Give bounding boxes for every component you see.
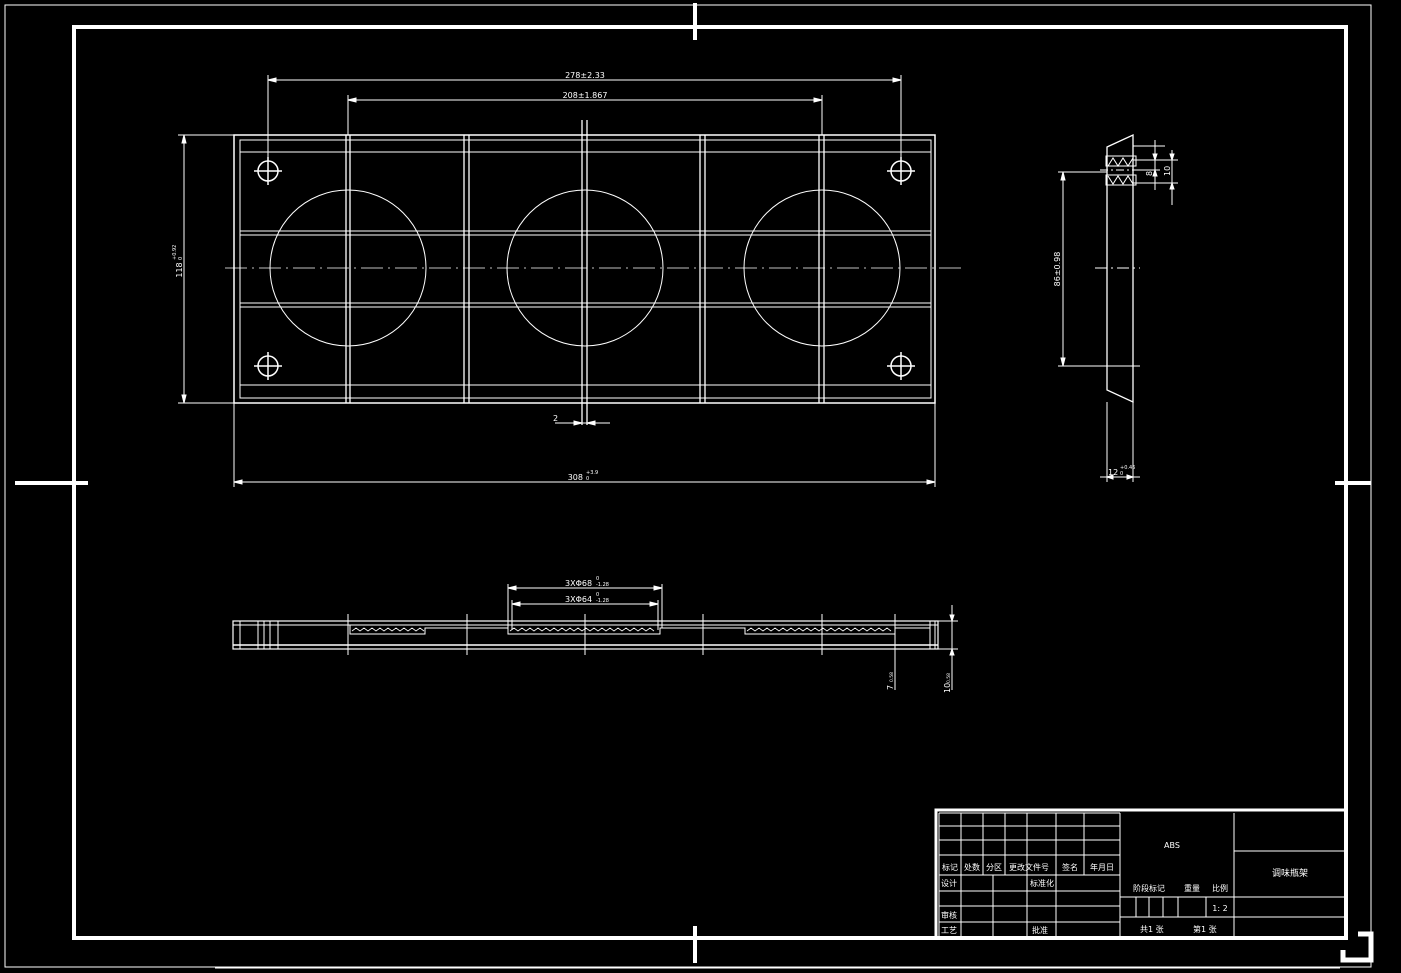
section-view-dim-texts: 3XΦ68 0 -1.28 3XΦ64 0 -1.28 7 0.58 10 0.… [565,576,952,693]
tb-sheet-no: 第1 张 [1193,924,1217,934]
dim-hole-outer: 3XΦ68 [565,579,592,588]
section-view [232,584,958,690]
tb-header-change-doc: 更改文件号 [1009,862,1049,872]
top-view [178,75,965,487]
dim-height-main: 118 [175,262,184,277]
sheet-frame [4,3,1374,969]
title-block [934,808,1348,940]
tb-approve: 批准 [1032,925,1048,935]
dim-height-main-tol-upper: +0.92 [172,245,178,260]
dim-hole-outer-tol-upper: 0 [596,576,599,582]
dim-hole-inner: 3XΦ64 [565,595,592,604]
title-block-texts: 标记 处数 分区 更改文件号 签名 年月日 设计 标准化 审核 工艺 批准 AB… [941,841,1308,935]
dim-section-h1-tol: 0.58 [889,672,895,682]
tb-header-count: 处数 [964,862,980,872]
dim-section-h1: 7 [886,685,895,690]
dim-overall-width: 308 [568,473,583,482]
dim-height-main-tol-lower: 0 [178,257,184,260]
dim-overall-width-tol-upper: +3.9 [586,470,598,476]
dim-side-top-small: 8 [1145,171,1154,176]
tb-scale-label: 比例 [1212,883,1228,893]
dim-section-h2-tol: 0.58 [946,673,952,683]
tb-header-mark: 标记 [942,862,958,872]
tb-process: 工艺 [941,926,957,935]
dim-side-thickness-tol-upper: +0.46 [1120,465,1135,471]
tb-header-date: 年月日 [1090,862,1114,872]
tb-review: 审核 [941,910,957,920]
side-view-dim-texts: 8 10 86±0.98 12 +0.46 0 [1053,166,1172,477]
tb-stage-mark: 阶段标记 [1133,883,1165,893]
tb-part-name: 调味瓶架 [1272,867,1308,879]
dim-rib-thickness: 2 [553,414,558,423]
tb-material: ABS [1164,841,1180,850]
dim-hole-inner-tol-lower: -1.28 [596,598,609,604]
tb-header-signature: 签名 [1062,862,1078,872]
mount-hole-icon [254,157,915,380]
dim-section-h2: 10 [943,683,952,693]
dim-side-thickness: 12 [1108,468,1118,477]
dim-overall-top: 278±2.33 [565,71,605,80]
dim-hole-outer-tol-lower: -1.28 [596,582,609,588]
tb-design: 设计 [941,878,957,888]
tb-scale: 1: 2 [1212,904,1227,913]
dim-overall-width-tol-lower: 0 [586,476,589,482]
dim-side-height: 86±0.98 [1053,252,1062,287]
tb-header-zone: 分区 [986,863,1002,872]
tb-standardization: 标准化 [1030,878,1054,888]
dim-side-top-large: 10 [1163,166,1172,176]
dim-side-thickness-tol-lower: 0 [1120,471,1123,477]
tb-sheets-total: 共1 张 [1140,925,1164,934]
tb-weight: 重量 [1184,883,1200,893]
top-view-dim-texts: 278±2.33 208±1.867 118 +0.92 0 2 308 +3.… [172,71,607,482]
side-view [1058,133,1178,482]
dim-inner-top: 208±1.867 [563,91,608,100]
dim-hole-inner-tol-upper: 0 [596,592,599,598]
